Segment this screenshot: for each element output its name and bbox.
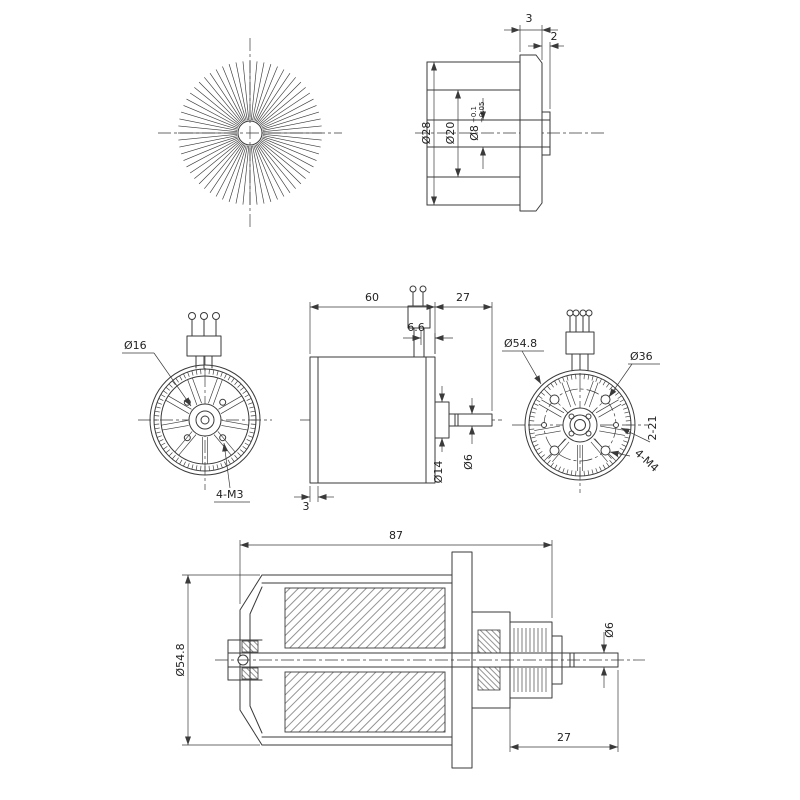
view-motor-side: 60 27 6.6 Ø14 Ø6 3 <box>294 285 502 513</box>
dim-back-mount-holes: 4-M4 <box>632 447 661 475</box>
dim-boss-diameter: Ø14 <box>432 461 445 484</box>
dim-shaft-extension: 27 <box>557 731 571 744</box>
dim-shaft-length: 27 <box>456 291 470 304</box>
dim-body-length: 60 <box>365 291 379 304</box>
dim-shaft-diameter: Ø6 <box>462 454 475 470</box>
dim-bore-tol-upper: +0.1 <box>470 106 478 123</box>
dim-step: 2 <box>551 30 558 43</box>
dim-shaft-boss: Ø16 <box>124 339 147 352</box>
dim-section-outer-diameter: Ø54.8 <box>174 643 187 676</box>
dim-wire-offset: 6.6 <box>407 321 425 334</box>
dim-counterbore-diameter: Ø20 <box>444 122 457 145</box>
dim-back-outer-diameter: Ø54.8 <box>504 337 537 350</box>
dim-small-holes: 2-21 <box>646 416 659 441</box>
view-propeller-front <box>158 38 342 228</box>
dim-bolt-circle: Ø36 <box>630 350 653 363</box>
dim-bore-tol-lower: +0.05 <box>478 102 486 123</box>
front-rim-hatch <box>154 369 256 471</box>
dim-overall-length: 87 <box>389 529 403 542</box>
dim-front-mount-holes: 4-M3 <box>216 488 243 501</box>
view-motor-front: Ø16 4-M3 <box>122 312 272 503</box>
view-shaft-adapter-section: 3 2 Ø28 Ø20 Ø8 +0.1 +0.05 <box>415 12 605 212</box>
dim-flange-thickness: 3 <box>526 12 533 25</box>
dim-outer-diameter: Ø28 <box>420 122 433 145</box>
view-motor-cross-section: 87 Ø54.8 Ø6 27 <box>174 529 645 769</box>
dim-lip: 3 <box>303 500 310 513</box>
fan-blade-lines <box>178 61 322 205</box>
thread-hatch-lines <box>513 628 547 692</box>
dim-bore-diameter: Ø8 <box>468 125 481 141</box>
view-motor-back: Ø54.8 Ø36 2-21 4-M4 <box>502 309 661 493</box>
dim-section-shaft-diameter: Ø6 <box>603 622 616 638</box>
